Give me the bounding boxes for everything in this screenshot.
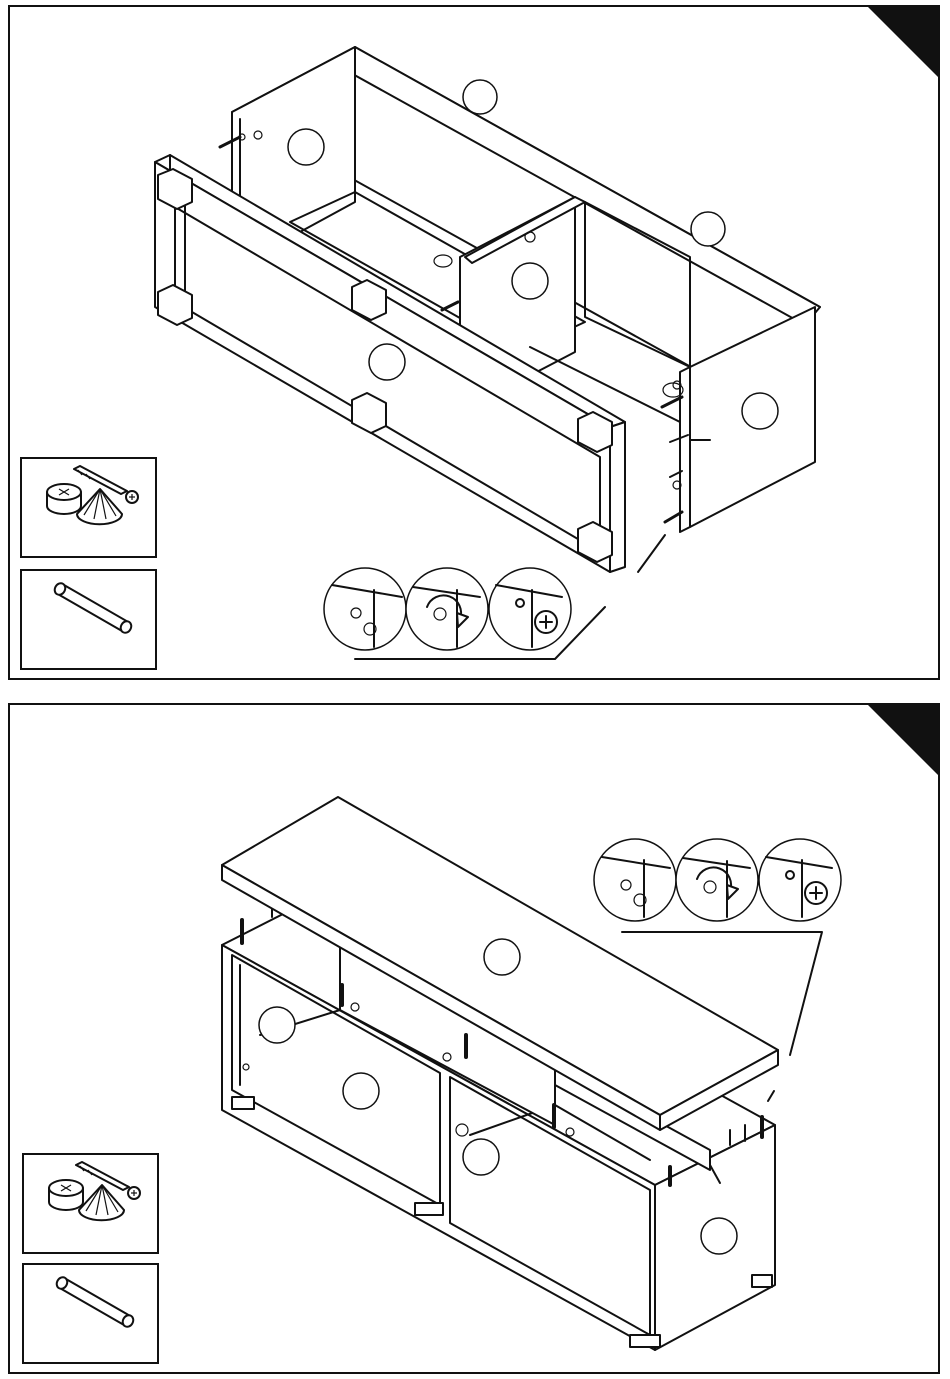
hardware-inset-cam-lock: [22, 1153, 159, 1254]
hardware-inset-dowel: [20, 569, 157, 670]
detail-insert-cam: [324, 568, 406, 650]
detail-tightened: [489, 568, 571, 650]
wooden-dowel-icon: [24, 1265, 161, 1366]
assembly-step-panel-1: [8, 5, 940, 680]
assembly-step-panel-2: [8, 703, 940, 1374]
hardware-inset-dowel: [22, 1263, 159, 1364]
hardware-inset-cam-lock: [20, 457, 157, 558]
cam-lock-fitting-icon: [22, 459, 159, 560]
detail-insert-cam: [594, 839, 676, 921]
wooden-dowel-icon: [22, 571, 159, 672]
detail-rotate-clockwise: [676, 839, 758, 921]
detail-rotate-clockwise: [406, 568, 488, 650]
detail-tightened: [759, 839, 841, 921]
cam-lock-fitting-icon: [24, 1155, 161, 1256]
